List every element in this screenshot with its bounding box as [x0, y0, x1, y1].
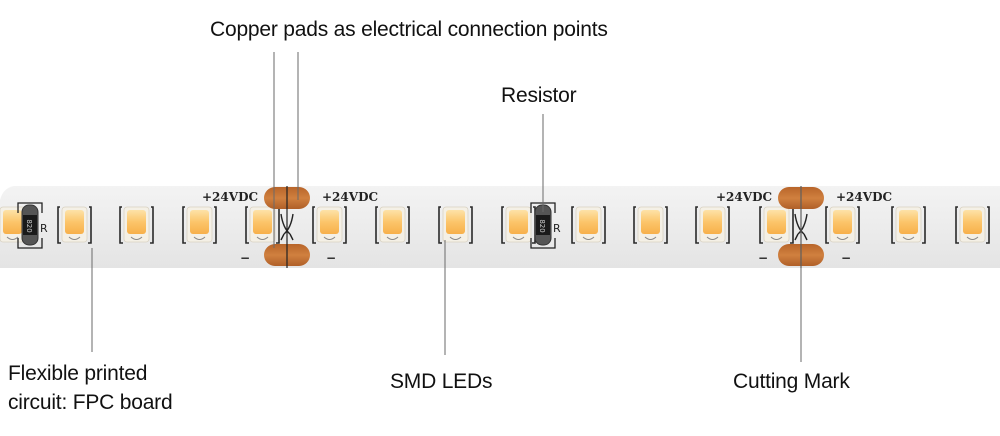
voltage-mark: +24VDC [322, 190, 378, 204]
voltage-mark: +24VDC [202, 190, 258, 204]
smd-led [438, 206, 473, 244]
scissors-icon [794, 213, 808, 241]
smd-led [182, 206, 217, 244]
smd-led [312, 206, 347, 244]
voltage-mark: +24VDC [836, 190, 892, 204]
label-copper-pads: Copper pads as electrical connection poi… [210, 18, 608, 41]
resistor: 820 R [530, 202, 561, 249]
smd-led [891, 206, 926, 244]
negative-mark: − [841, 251, 851, 265]
smd-led [695, 206, 730, 244]
smd-led [633, 206, 668, 244]
smd-led [501, 206, 536, 244]
label-fpc-board-line1: Flexible printed [8, 362, 148, 385]
resistor-group: 820 R 820 R [17, 202, 561, 249]
scissors-icon [280, 213, 294, 241]
smd-led [375, 206, 410, 244]
label-smd-leds: SMD LEDs [390, 370, 493, 393]
negative-mark: − [758, 251, 768, 265]
smd-led [759, 206, 794, 244]
negative-mark: − [326, 251, 336, 265]
negative-mark: − [240, 251, 250, 265]
fpc-board [0, 186, 1000, 268]
smd-led [825, 206, 860, 244]
label-fpc-board-line2: circuit: FPC board [8, 391, 173, 414]
smd-led [955, 206, 990, 244]
marking-group: +24VDC +24VDC +24VDC +24VDC − − − − [202, 190, 892, 265]
label-resistor: Resistor [501, 84, 577, 107]
smd-led [57, 206, 92, 244]
led-group [0, 206, 990, 244]
resistor-letter: R [40, 222, 48, 235]
resistor-code: 820 [538, 219, 546, 232]
resistor-code: 820 [25, 219, 33, 232]
smd-led [119, 206, 154, 244]
smd-led [571, 206, 606, 244]
voltage-mark: +24VDC [716, 190, 772, 204]
smd-led [245, 206, 280, 244]
resistor-letter: R [553, 222, 561, 235]
leader-lines [91, 52, 802, 362]
resistor: 820 R [17, 202, 48, 249]
label-cutting-mark: Cutting Mark [733, 370, 850, 393]
